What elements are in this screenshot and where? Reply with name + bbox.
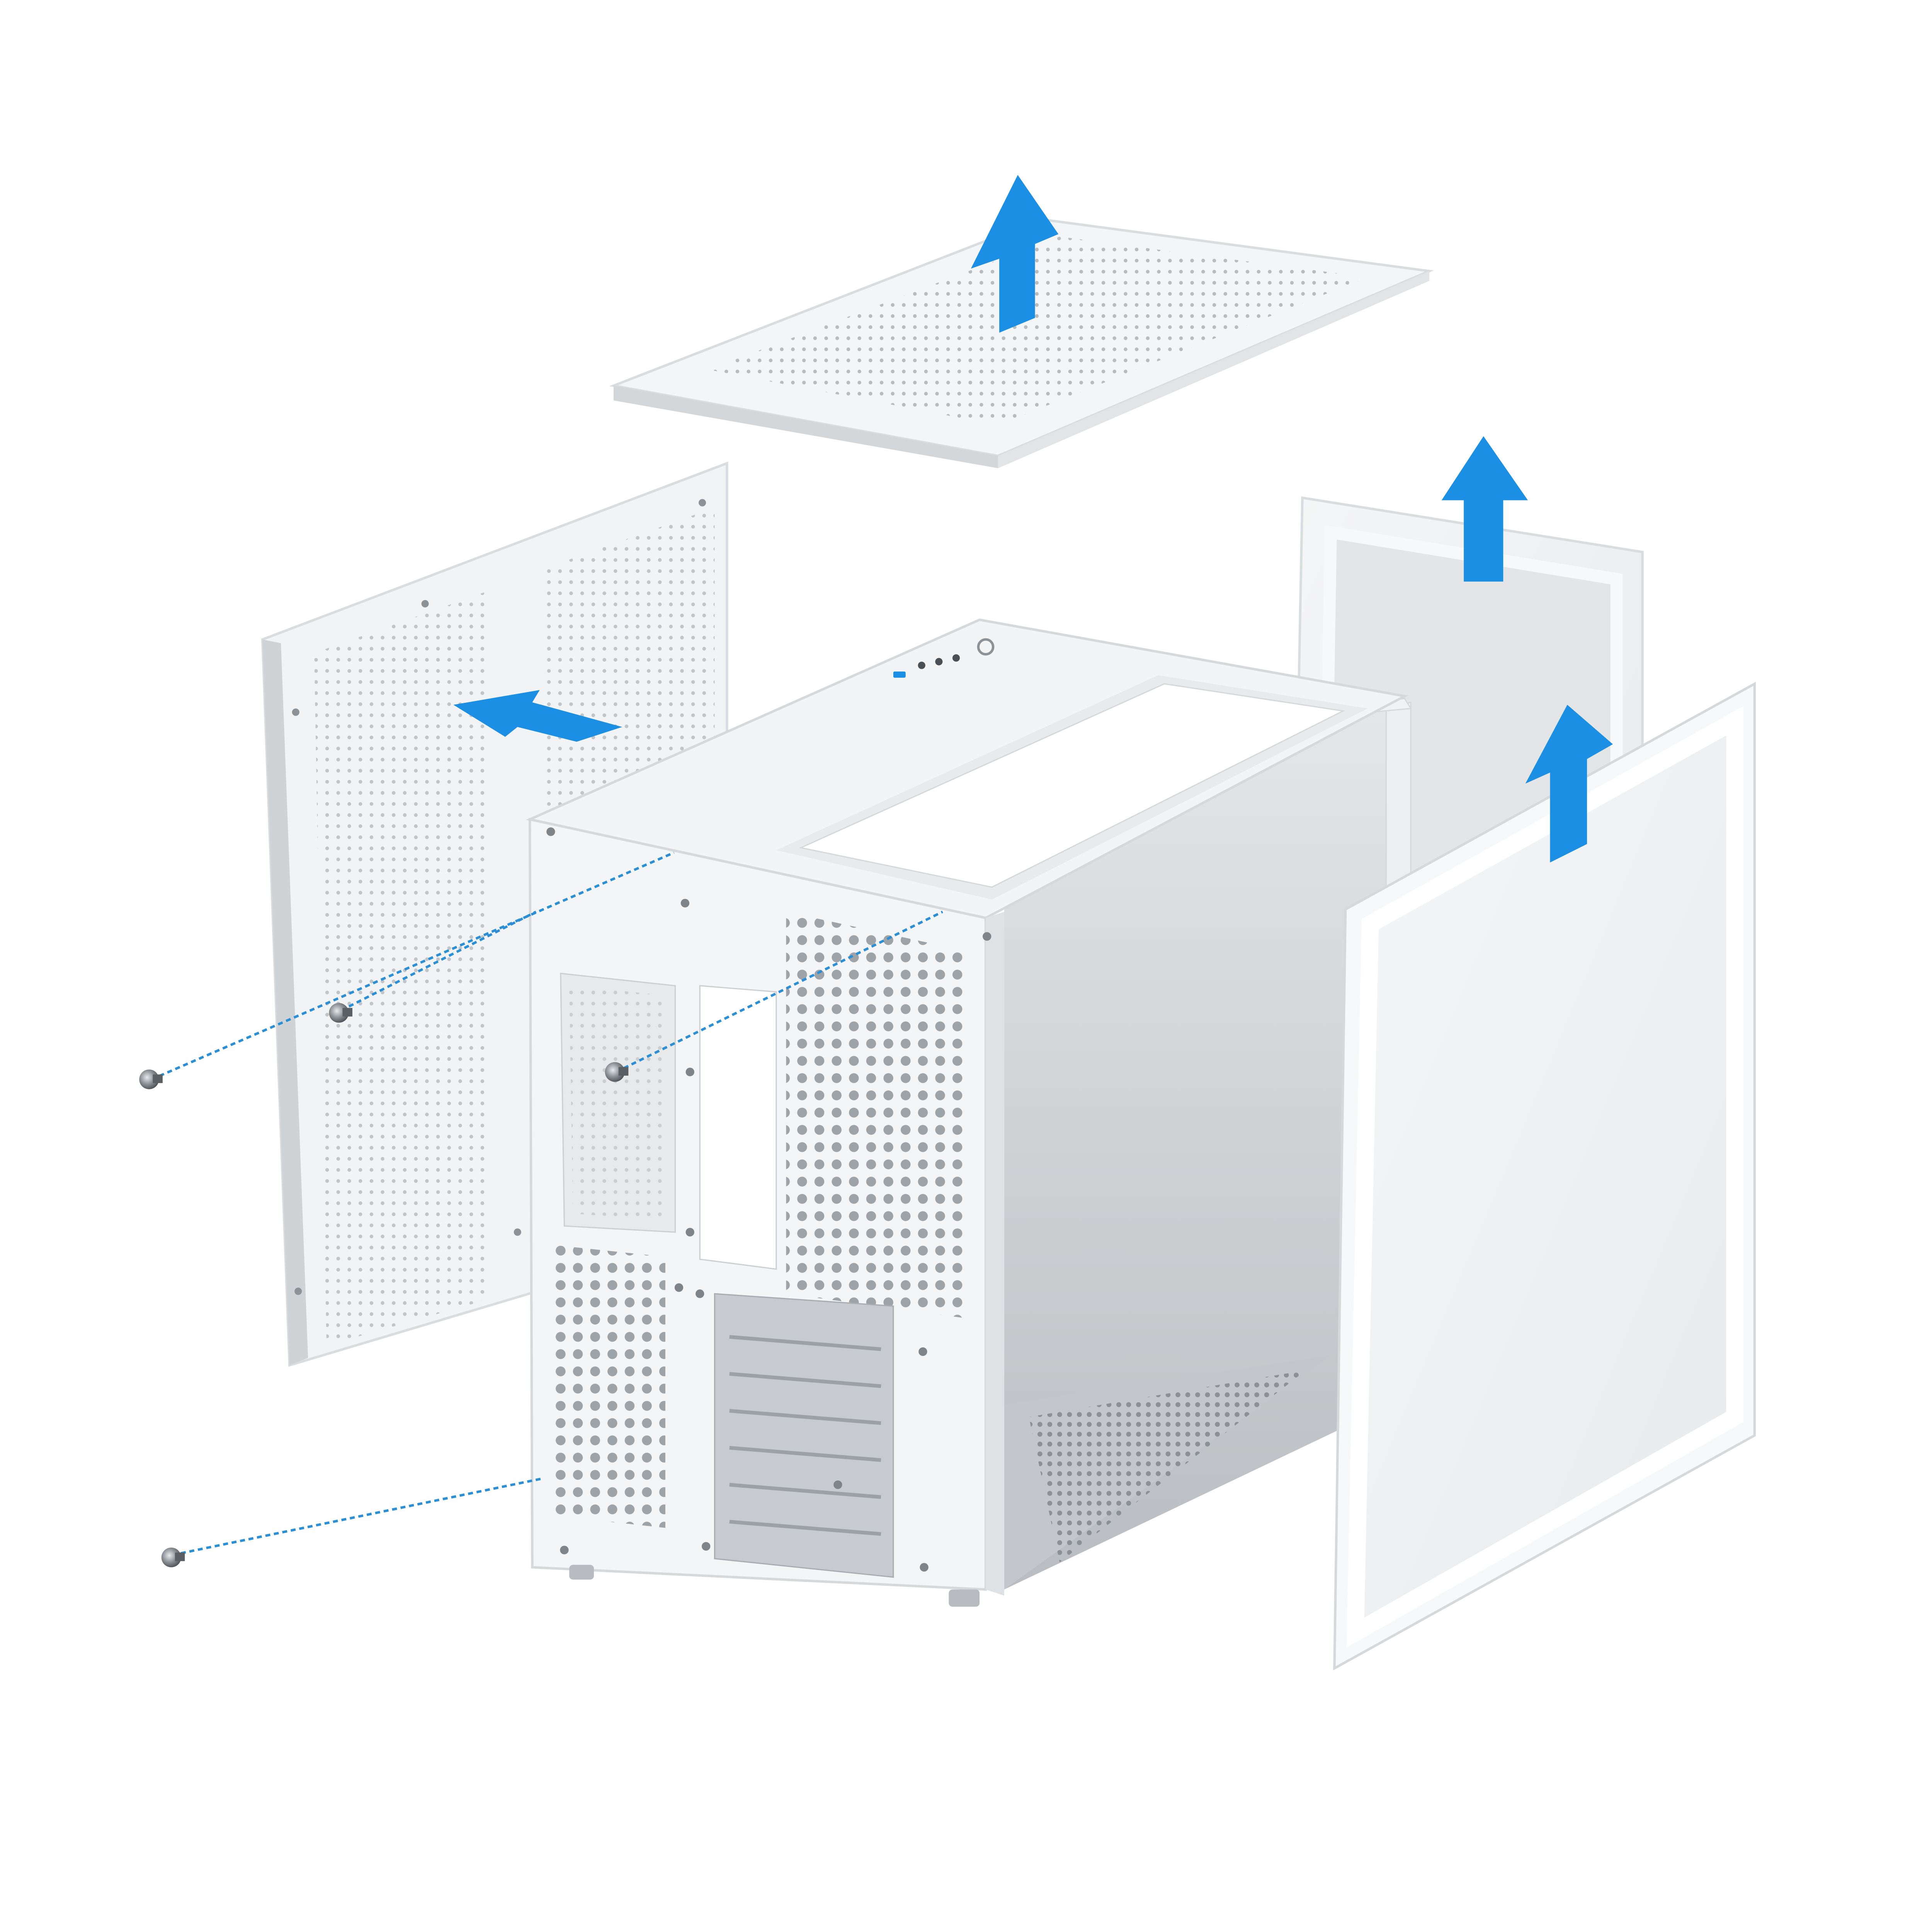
thumbscrew-icon <box>605 1062 629 1082</box>
thumbscrew-icon <box>329 1003 352 1023</box>
thumbscrew-icon <box>139 1069 163 1089</box>
thumbscrew-icon <box>161 1548 185 1568</box>
arrow-icon-top-panel-up <box>971 175 1059 333</box>
front-glass-panel <box>1333 682 1756 1671</box>
top-mesh-panel <box>609 218 1434 468</box>
arrow-icon-front-glass-up <box>1525 704 1613 863</box>
arrow-icon-side-panel-out <box>453 690 622 742</box>
arrow-icon-rear-glass-up <box>1441 436 1528 582</box>
screw-guide-lines <box>151 851 943 1556</box>
chassis-frame <box>526 618 1412 1607</box>
